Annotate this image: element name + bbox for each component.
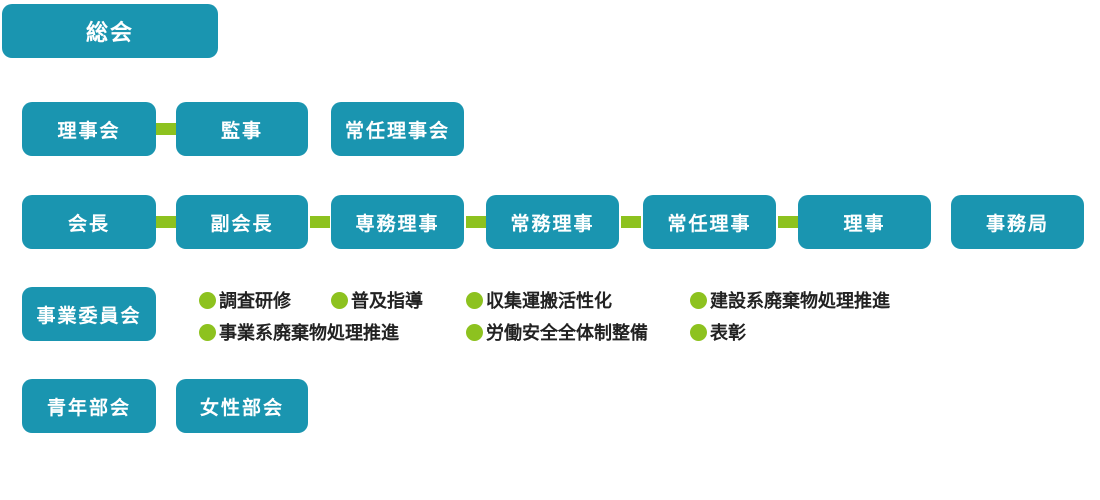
managing-director-box: 常務理事 <box>486 195 619 249</box>
connector <box>310 216 330 228</box>
managing-director-label: 常務理事 <box>510 212 595 235</box>
committee-item-label: 普及指導 <box>351 291 423 312</box>
committee-item-label: 事業系廃棄物処理推進 <box>219 323 399 344</box>
standing-director-label: 常任理事 <box>667 212 752 235</box>
general-meeting-label: 総会 <box>85 21 134 46</box>
committee-item: 普及指導 <box>331 287 423 313</box>
senior-managing-director-box: 専務理事 <box>331 195 464 249</box>
women-division-box: 女性部会 <box>176 379 308 433</box>
committee-item: 調査研修 <box>199 287 291 313</box>
committee-item-label: 表彰 <box>710 323 746 344</box>
board-of-directors-label: 理事会 <box>57 119 121 142</box>
secretariat-label: 事務局 <box>985 212 1049 235</box>
senior-managing-director-label: 専務理事 <box>355 212 440 235</box>
committee-item: 事業系廃棄物処理推進 <box>199 319 399 345</box>
committee-item-label: 建設系廃棄物処理推進 <box>710 291 890 312</box>
committee-item: 収集運搬活性化 <box>466 287 612 313</box>
connector <box>156 123 176 135</box>
business-committee-label: 事業委員会 <box>36 304 142 327</box>
chairman-box: 会長 <box>22 195 156 249</box>
auditor-label: 監事 <box>220 119 263 142</box>
youth-division-box: 青年部会 <box>22 379 156 433</box>
vice-chairman-box: 副会長 <box>176 195 308 249</box>
vice-chairman-label: 副会長 <box>210 212 274 235</box>
general-meeting-box: 総会 <box>2 4 218 58</box>
standing-board-label: 常任理事会 <box>344 119 450 142</box>
committee-item-label: 労働安全全体制整備 <box>486 323 648 344</box>
connector <box>466 216 486 228</box>
bullet-icon <box>199 291 216 309</box>
standing-director-box: 常任理事 <box>643 195 776 249</box>
board-of-directors-box: 理事会 <box>22 102 156 156</box>
connector <box>621 216 641 228</box>
youth-division-label: 青年部会 <box>46 396 131 419</box>
chairman-label: 会長 <box>67 212 110 235</box>
bullet-icon <box>690 323 707 341</box>
connector <box>778 216 798 228</box>
committee-item-label: 調査研修 <box>219 291 291 312</box>
auditor-box: 監事 <box>176 102 308 156</box>
committee-item: 労働安全全体制整備 <box>466 319 648 345</box>
connector <box>156 216 176 228</box>
committee-item: 表彰 <box>690 319 746 345</box>
bullet-icon <box>690 291 707 309</box>
committee-item-label: 収集運搬活性化 <box>486 291 612 312</box>
standing-board-box: 常任理事会 <box>331 102 464 156</box>
director-box: 理事 <box>798 195 931 249</box>
bullet-icon <box>331 291 348 309</box>
bullet-icon <box>466 323 483 341</box>
bullet-icon <box>199 323 216 341</box>
bullet-icon <box>466 291 483 309</box>
director-label: 理事 <box>843 212 886 235</box>
secretariat-box: 事務局 <box>951 195 1084 249</box>
business-committee-box: 事業委員会 <box>22 287 156 341</box>
women-division-label: 女性部会 <box>199 396 284 419</box>
committee-item: 建設系廃棄物処理推進 <box>690 287 890 313</box>
